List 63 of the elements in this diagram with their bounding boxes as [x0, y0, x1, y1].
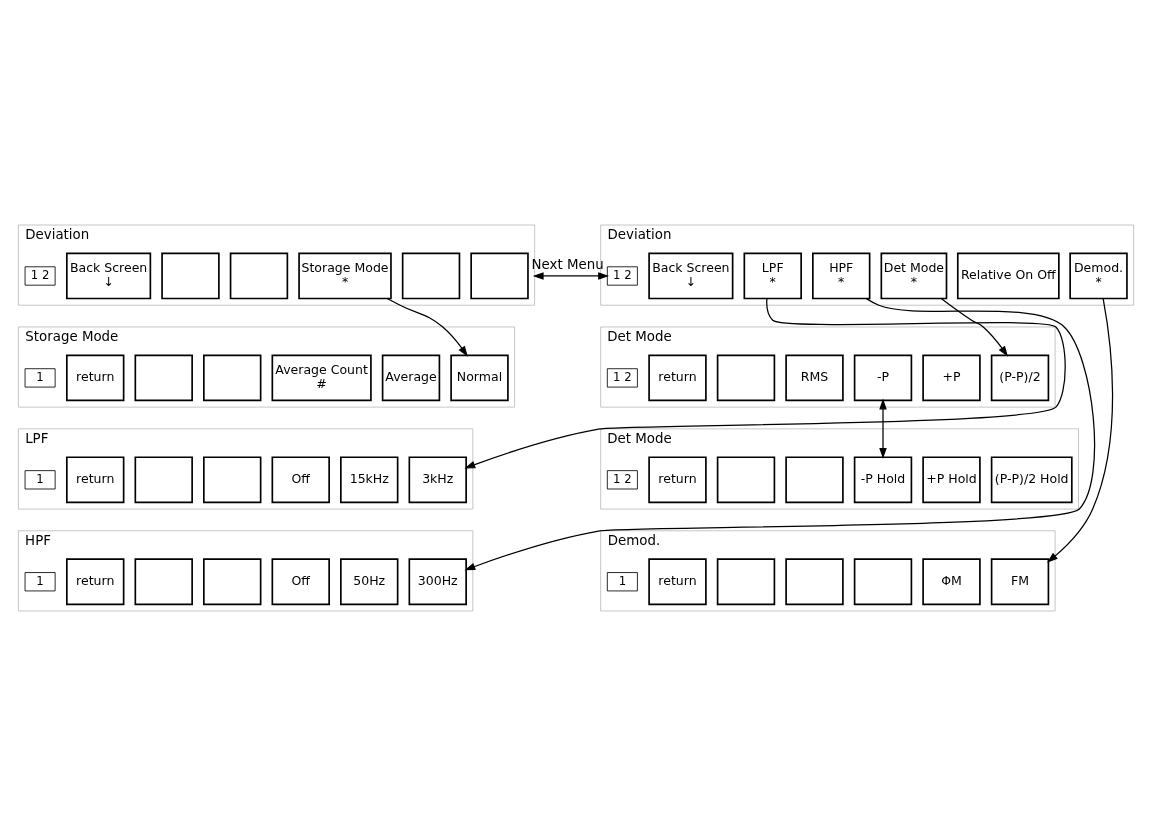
node-box — [785, 455, 844, 503]
node-box — [470, 252, 529, 299]
node-box: LPF * — [743, 252, 802, 299]
node-box: Det Mode * — [880, 252, 948, 299]
node-box: Off — [271, 455, 330, 503]
node-box: 50Hz — [340, 557, 399, 605]
node-box — [785, 557, 844, 605]
node-box: 300Hz — [408, 557, 467, 605]
node-box: 1 2 — [606, 265, 638, 286]
node-box: return — [648, 455, 707, 503]
node-box: 1 — [24, 469, 56, 489]
node-box: return — [66, 455, 125, 503]
node-box: 1 — [24, 367, 56, 387]
node-box: Back Screen ↓ — [66, 252, 152, 299]
node-box: return — [648, 557, 707, 605]
node-box: 3kHz — [408, 455, 467, 503]
node-box — [229, 252, 289, 299]
arrow — [386, 297, 468, 357]
node-box — [853, 557, 913, 605]
node-box: ΦM — [922, 557, 981, 605]
node-box: 1 — [606, 571, 638, 591]
arrow — [1047, 297, 1114, 563]
node-box — [716, 455, 776, 503]
node-box: Average Count # — [271, 354, 372, 401]
node-box: return — [648, 354, 707, 401]
node-box — [203, 557, 262, 605]
arrow — [532, 271, 609, 280]
node-box: -P — [853, 354, 913, 401]
node-box: +P — [922, 354, 981, 401]
node-box: 1 2 — [606, 367, 638, 387]
node-box — [134, 354, 193, 401]
node-box — [401, 252, 461, 299]
arrow — [464, 297, 1066, 468]
node-box: 1 2 — [24, 265, 56, 286]
node-box: Storage Mode * — [298, 252, 392, 299]
node-box: +P Hold — [922, 455, 981, 503]
node-box: Relative On Off — [956, 252, 1060, 299]
node-box: HPF * — [812, 252, 871, 299]
node-box — [203, 354, 262, 401]
node-box: return — [66, 557, 125, 605]
node-box: FM — [990, 557, 1050, 605]
node-box — [134, 455, 193, 503]
node-box: Off — [271, 557, 330, 605]
node-box: Demod. * — [1069, 252, 1128, 299]
node-box: 1 — [24, 571, 56, 591]
node-box: (P-P)/2 Hold — [990, 455, 1073, 503]
node-box: Normal — [450, 354, 509, 401]
arrow — [940, 297, 1009, 357]
node-box: 15kHz — [340, 455, 399, 503]
node-box: (P-P)/2 — [990, 354, 1050, 401]
node-box: 1 2 — [606, 469, 638, 489]
node-box: Average — [381, 354, 441, 401]
node-box: Back Screen ↓ — [648, 252, 734, 299]
node-box: -P Hold — [853, 455, 913, 503]
node-box: RMS — [785, 354, 844, 401]
arrow — [879, 398, 887, 459]
node-box — [203, 455, 262, 503]
arrow — [464, 297, 1096, 570]
node-box — [161, 252, 220, 299]
node-box: return — [66, 354, 125, 401]
node-box — [134, 557, 193, 605]
node-box — [716, 557, 776, 605]
node-box — [716, 354, 776, 401]
